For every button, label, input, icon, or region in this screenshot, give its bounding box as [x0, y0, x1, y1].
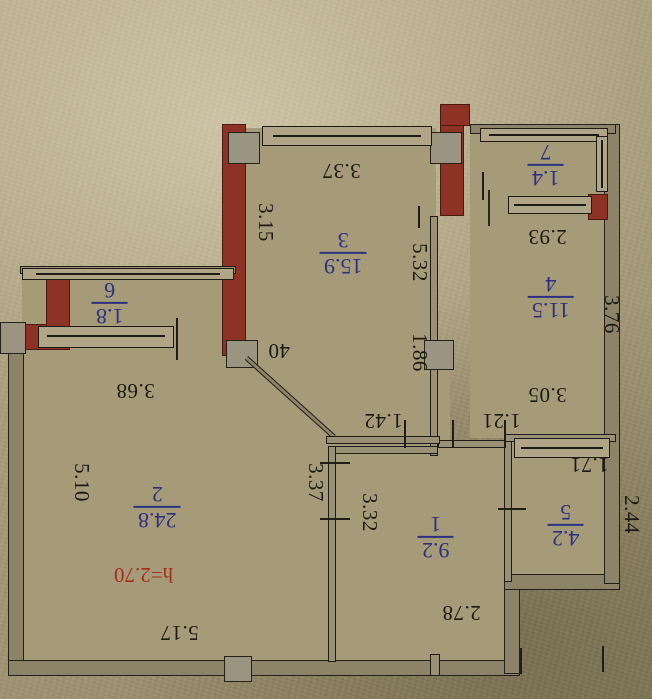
dim-tick-7 — [418, 206, 420, 228]
dim-tick-5 — [320, 518, 350, 520]
column-room3-topright — [430, 132, 462, 164]
dim-tick-2 — [452, 420, 454, 448]
floor-room-1 — [330, 446, 520, 660]
room-5-number: 5 — [560, 499, 572, 525]
room-4-area: 11.5 — [528, 295, 574, 323]
dim-tick-4 — [320, 462, 350, 464]
dim-3-76: 3.76 — [599, 295, 624, 334]
window-balcony-6-front — [22, 268, 234, 280]
window-room-3 — [262, 126, 432, 146]
window-stub-b — [488, 190, 490, 226]
outer-wall-right — [604, 124, 620, 584]
dim-40: 40 — [268, 339, 290, 363]
room-1-area: 9.2 — [418, 535, 454, 563]
dim-tick-8 — [482, 172, 484, 200]
room-4-number: 4 — [545, 271, 557, 297]
column-balcony6 — [0, 322, 26, 354]
partition-room3-room4 — [430, 216, 438, 456]
partition-diagonal-end — [326, 436, 440, 444]
window-room-2-balcony — [38, 326, 174, 348]
dim-tick-11 — [520, 648, 522, 674]
room-3-area: 15.9 — [320, 251, 367, 279]
dim-5-32: 5.32 — [407, 243, 432, 282]
room-6-number: 6 — [104, 277, 116, 303]
window-room-5 — [514, 438, 610, 458]
room-7-label: 1.4 7 — [528, 139, 564, 191]
partition-room3-bottom — [330, 446, 438, 454]
outer-wall-left — [8, 330, 24, 676]
dim-tick-9 — [176, 318, 178, 360]
partition-room4-bottom — [438, 440, 510, 448]
dim-1-21: 1.21 — [482, 409, 521, 433]
dim-1-86: 1.86 — [407, 333, 432, 372]
ceiling-height-note: h=2.70 — [114, 563, 174, 587]
column-room3-topleft — [228, 132, 260, 164]
dim-3-68: 3.68 — [116, 379, 155, 403]
column-hallway — [424, 340, 454, 370]
room-2-area: 24.8 — [134, 505, 181, 533]
window-room-4-top — [508, 196, 592, 214]
room-2-number: 2 — [151, 481, 163, 507]
room-4-label: 11.5 4 — [528, 271, 574, 323]
dim-3-37: 3.37 — [322, 159, 361, 183]
column-bottom-wall — [224, 656, 252, 682]
dim-tick-6 — [498, 508, 526, 510]
room-5-area: 4.2 — [548, 523, 584, 551]
dim-5-17: 5.17 — [160, 621, 199, 645]
bearing-wall-top-stub — [440, 104, 470, 126]
dim-1-71: 1.71 — [570, 453, 609, 477]
dim-3-05: 3.05 — [528, 383, 567, 407]
room-1-label: 9.2 1 — [418, 511, 454, 563]
room-6-area: 1.8 — [92, 301, 128, 329]
dim-2-93: 2.93 — [528, 225, 567, 249]
dim-tick-3 — [504, 420, 506, 448]
window-room-4-right — [596, 136, 608, 192]
dim-2-78: 2.78 — [442, 601, 481, 625]
room-6-label: 1.8 6 — [92, 277, 128, 329]
dim-3-15: 3.15 — [253, 203, 278, 242]
dim-5-10: 5.10 — [69, 463, 94, 502]
dim-3-32: 3.32 — [357, 493, 382, 532]
outer-wall-bottom — [8, 660, 520, 676]
dim-1-42: 1.42 — [364, 409, 403, 433]
floor-room-3 — [236, 128, 436, 348]
room-3-label: 15.9 3 — [320, 227, 367, 279]
dim-2-44: 2.44 — [619, 495, 644, 534]
room-7-area: 1.4 — [528, 163, 564, 191]
window-balcony-7-top — [480, 128, 608, 142]
room-3-number: 3 — [337, 227, 349, 253]
room-7-number: 7 — [540, 139, 552, 165]
outer-wall-step-bottom — [504, 574, 620, 590]
partition-room1-left — [328, 446, 336, 662]
partition-room1-bottom — [430, 654, 440, 676]
room-1-number: 1 — [430, 511, 442, 537]
floor-room-5 — [510, 436, 618, 588]
room-2-label: 24.8 2 — [134, 481, 181, 533]
dim-tick-1 — [404, 420, 406, 448]
dim-tick-10 — [602, 646, 604, 672]
room-5-label: 4.2 5 — [548, 499, 584, 551]
dim-3-37-b: 3.37 — [303, 463, 328, 502]
